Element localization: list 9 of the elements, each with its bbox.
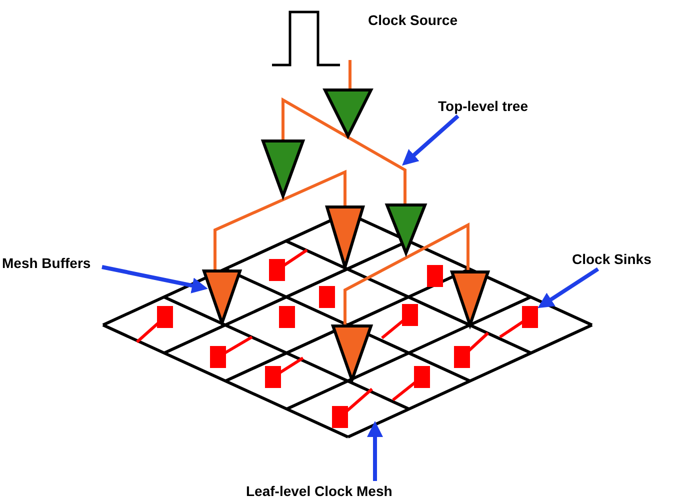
source-label: Clock Source xyxy=(368,11,458,30)
callout-label: Leaf-level Clock Mesh xyxy=(246,482,392,500)
callout-label: Top-level tree xyxy=(438,96,528,116)
callout-label: Mesh Buffers xyxy=(2,254,91,272)
callout-label: Clock Sinks xyxy=(572,250,652,268)
leader-arrow xyxy=(402,114,460,166)
leader-arrow xyxy=(367,421,383,481)
leader-arrow xyxy=(102,265,208,294)
leader-arrow xyxy=(538,267,600,308)
